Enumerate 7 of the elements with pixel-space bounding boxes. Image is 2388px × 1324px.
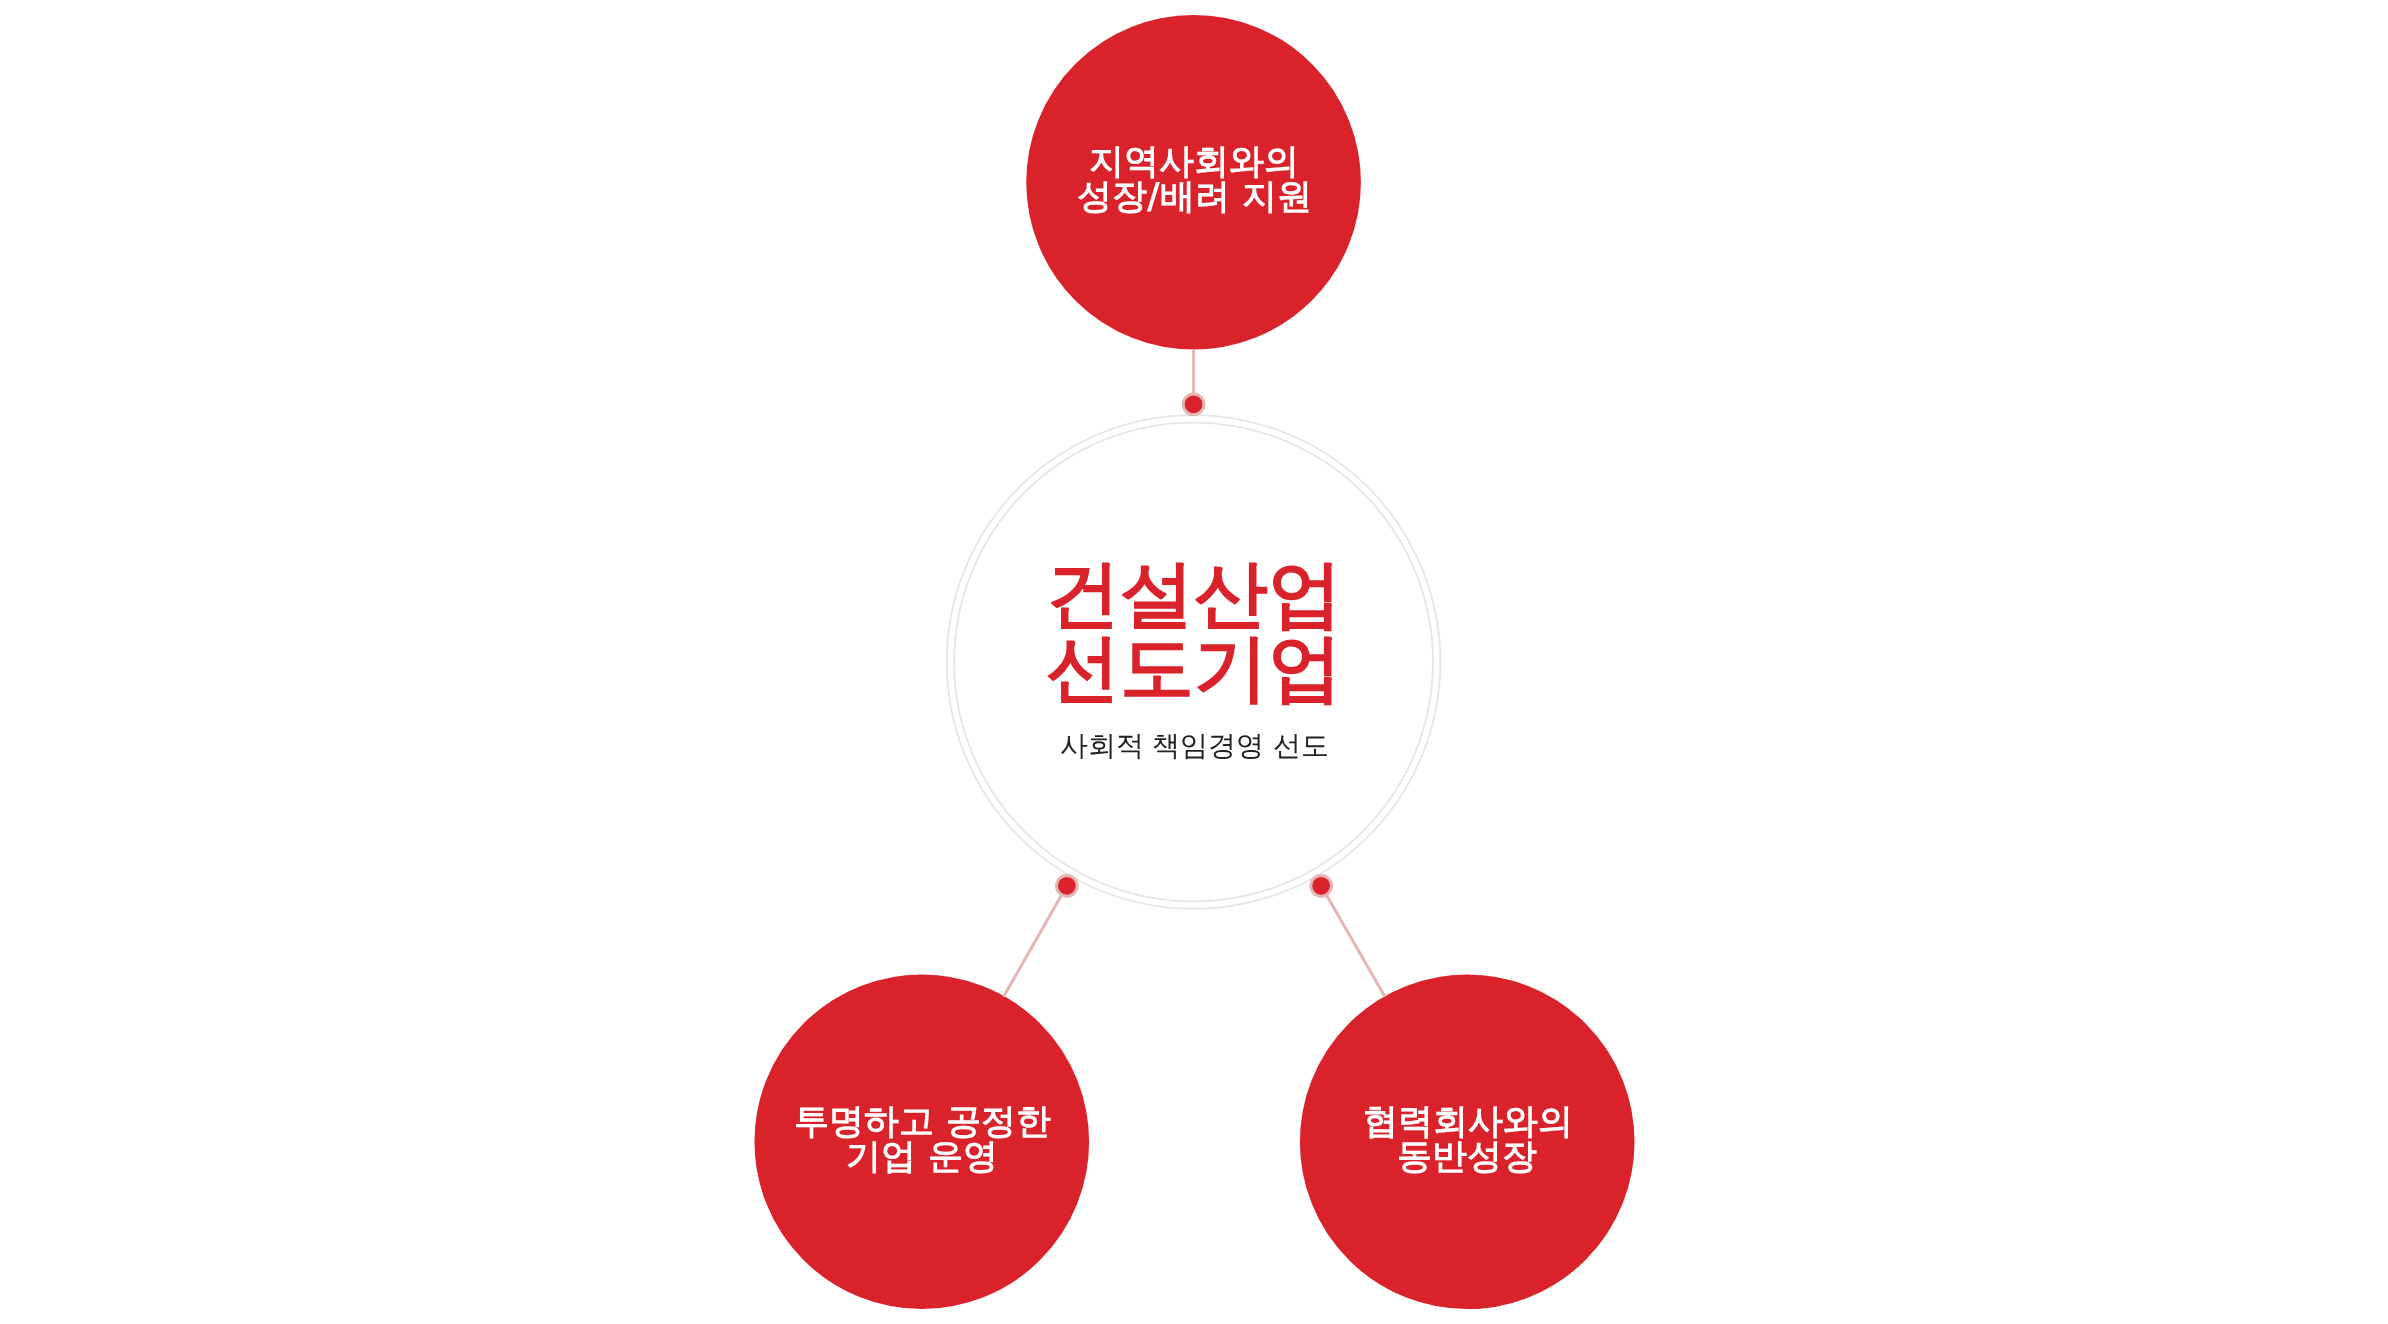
connector — [1308, 873, 1386, 998]
node-circle: 투명하고 공정한 기업 운영 — [753, 974, 1089, 1310]
connector — [1001, 874, 1079, 998]
node-circle: 협력회사와의 동반성장 — [1299, 974, 1635, 1310]
node-circle: 지역사회와의 성장/배려 지원 — [1025, 14, 1361, 350]
connector — [1181, 349, 1205, 417]
node-circle: 건설산업 선도기업 사회적 책임경영 선도 — [945, 414, 1441, 910]
